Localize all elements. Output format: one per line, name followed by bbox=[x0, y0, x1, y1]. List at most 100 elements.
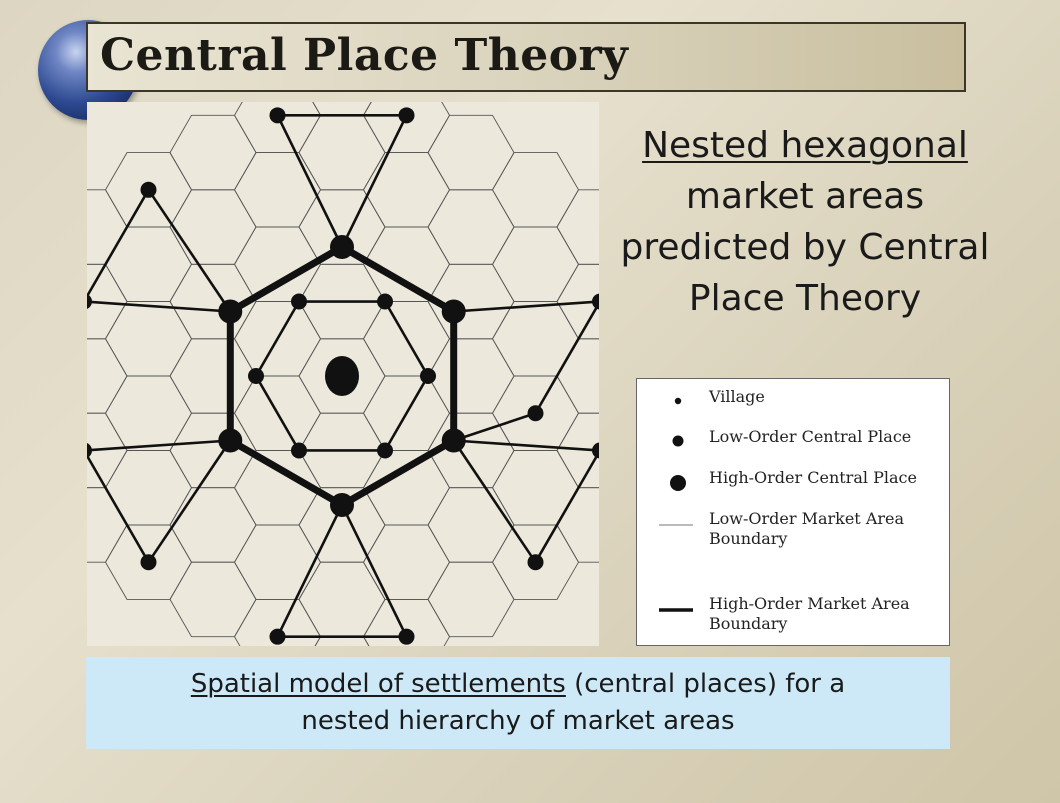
title-bar bbox=[86, 22, 966, 92]
low-order-market-hexagon bbox=[233, 152, 322, 228]
low-order-link bbox=[87, 300, 232, 313]
legend-row-village: Village bbox=[637, 387, 949, 409]
low-order-link bbox=[383, 300, 430, 378]
low-order-market-hexagon bbox=[491, 301, 580, 377]
high-order-dot-icon bbox=[670, 475, 686, 491]
legend-row-high-order-boundary: High-Order Market Area Boundary bbox=[637, 594, 949, 638]
diagram-caption: Nested hexagonal market areas predicted … bbox=[610, 120, 1000, 324]
low-order-market-hexagon bbox=[491, 226, 580, 302]
low-order-link bbox=[452, 439, 537, 564]
village-dot-icon bbox=[674, 397, 682, 405]
low-order-market-hexagon bbox=[314, 636, 370, 646]
low-order-market-hexagon bbox=[298, 561, 386, 638]
low-order-market-hexagon bbox=[104, 226, 193, 302]
high-order-vertex-place bbox=[330, 235, 354, 259]
low-order-central-place bbox=[398, 107, 415, 124]
low-order-market-hexagon bbox=[362, 524, 451, 600]
caption-underlined: Nested hexagonal bbox=[642, 125, 968, 166]
low-order-market-hexagon bbox=[427, 189, 515, 265]
low-order-central-place bbox=[291, 293, 307, 310]
low-order-market-hexagon bbox=[104, 301, 193, 377]
low-order-link bbox=[383, 374, 430, 452]
low-order-link bbox=[254, 374, 301, 452]
hexagon-diagram-svg bbox=[87, 102, 599, 646]
low-order-market-hexagon bbox=[427, 561, 515, 638]
legend-label: High-Order Market Area Boundary bbox=[709, 594, 910, 633]
low-order-central-place bbox=[87, 443, 92, 458]
low-order-market-hexagon bbox=[556, 189, 599, 265]
low-order-link bbox=[276, 503, 344, 638]
low-order-market-hexagon bbox=[491, 450, 580, 526]
slide-title: Central Place Theory bbox=[100, 30, 629, 81]
low-order-central-place bbox=[377, 442, 393, 459]
high-order-vertex-place bbox=[218, 299, 243, 324]
low-order-link bbox=[340, 503, 408, 638]
low-order-central-place bbox=[527, 405, 544, 422]
low-order-market-hexagon bbox=[169, 338, 257, 414]
low-order-central-place bbox=[592, 442, 599, 459]
low-order-market-hexagon bbox=[556, 487, 599, 563]
low-order-market-hexagon bbox=[362, 152, 451, 228]
low-order-market-hexagon bbox=[87, 189, 128, 265]
low-order-link bbox=[452, 439, 599, 452]
low-order-market-hexagon bbox=[169, 114, 257, 191]
low-order-market-hexagon bbox=[233, 524, 322, 600]
low-order-market-hexagon bbox=[556, 338, 599, 414]
low-order-link bbox=[87, 188, 150, 299]
low-order-market-hexagon bbox=[169, 189, 257, 265]
low-order-link bbox=[452, 300, 599, 313]
low-order-link bbox=[340, 114, 408, 249]
thin-line-icon bbox=[659, 524, 693, 526]
low-order-market-hexagon bbox=[87, 338, 128, 414]
settlement-dots bbox=[87, 107, 599, 645]
legend: Village Low-Order Central Place High-Ord… bbox=[636, 378, 950, 646]
caption-rest: market areas predicted by Central Place … bbox=[620, 176, 990, 319]
low-order-market-hexagon bbox=[298, 114, 386, 191]
low-order-market-hexagon bbox=[87, 487, 128, 563]
low-order-central-place bbox=[398, 628, 415, 645]
low-order-link bbox=[534, 300, 599, 415]
low-order-market-hexagon bbox=[556, 412, 599, 489]
low-order-central-place bbox=[269, 628, 286, 645]
low-order-market-hexagon bbox=[427, 114, 515, 191]
low-order-central-place bbox=[291, 442, 307, 459]
bottom-caption-line2: nested hierarchy of market areas bbox=[301, 706, 735, 736]
low-order-link bbox=[254, 300, 301, 378]
low-order-market-hexagon bbox=[556, 263, 599, 340]
low-order-central-place bbox=[377, 293, 393, 310]
low-order-central-place bbox=[140, 181, 157, 198]
low-order-link bbox=[87, 439, 232, 452]
low-order-market-hexagon bbox=[491, 152, 580, 228]
bottom-caption-box: Spatial model of settlements (central pl… bbox=[86, 657, 950, 749]
low-order-hex-grid bbox=[87, 102, 599, 646]
low-order-link bbox=[276, 114, 344, 249]
low-order-central-place bbox=[248, 368, 264, 384]
low-order-link bbox=[147, 439, 232, 564]
high-order-vertex-place bbox=[441, 428, 466, 453]
legend-label: High-Order Central Place bbox=[709, 468, 917, 487]
low-order-market-hexagon bbox=[104, 450, 193, 526]
low-order-market-hexagon bbox=[427, 487, 515, 563]
high-order-vertex-place bbox=[441, 299, 466, 324]
legend-row-low-order-place: Low-Order Central Place bbox=[637, 427, 949, 449]
legend-row-low-order-boundary: Low-Order Market Area Boundary bbox=[637, 509, 949, 553]
low-order-market-hexagon bbox=[104, 375, 193, 451]
low-order-market-hexagon bbox=[169, 561, 257, 638]
low-order-dot-icon bbox=[672, 435, 684, 447]
legend-label: Village bbox=[709, 387, 765, 406]
low-order-central-place bbox=[87, 294, 92, 309]
legend-label: Low-Order Central Place bbox=[709, 427, 912, 446]
low-order-central-place bbox=[527, 554, 544, 571]
low-order-link bbox=[87, 453, 150, 564]
market-connection-lines bbox=[87, 114, 599, 638]
hexagon-diagram bbox=[87, 102, 599, 646]
legend-label: Low-Order Market Area Boundary bbox=[709, 509, 905, 548]
thick-line-icon bbox=[659, 608, 693, 612]
high-order-central-place bbox=[325, 356, 359, 396]
low-order-central-place bbox=[420, 368, 436, 384]
low-order-link bbox=[147, 188, 232, 313]
high-order-vertex-place bbox=[218, 428, 243, 453]
bottom-caption-rest: (central places) for a bbox=[565, 669, 846, 699]
low-order-link bbox=[534, 449, 599, 564]
